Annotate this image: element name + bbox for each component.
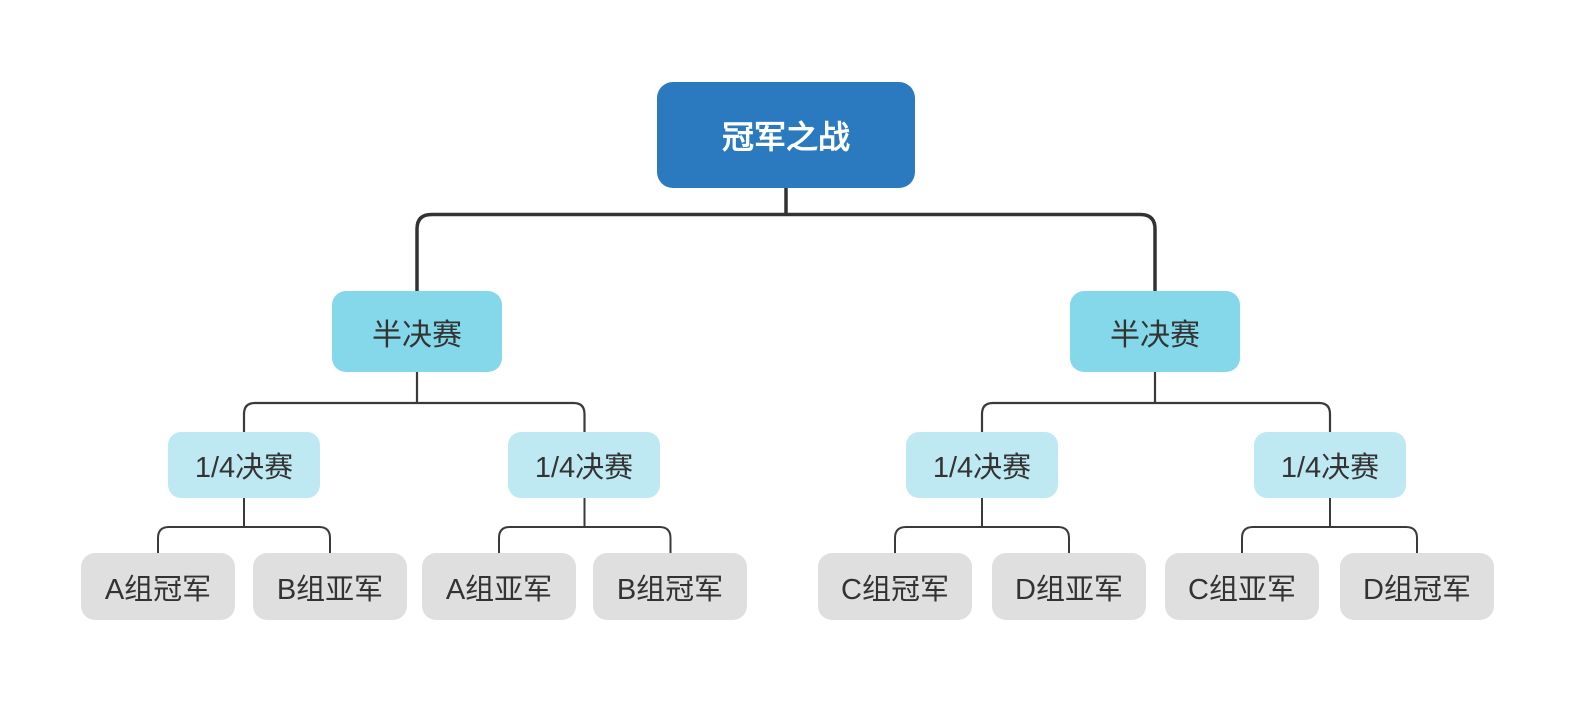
connector-root-to-semifinals	[415, 188, 1157, 291]
node-quarterfinal-4[interactable]: 1/4决赛	[1254, 432, 1406, 498]
node-group-d-runnerup[interactable]: D组亚军	[992, 553, 1146, 620]
connector-quarterfinal-1-to-leaves	[157, 498, 331, 553]
connector-quarterfinal-2-to-leaves	[498, 498, 672, 553]
node-group-b-runnerup[interactable]: B组亚军	[253, 553, 407, 620]
node-group-a-runnerup[interactable]: A组亚军	[422, 553, 576, 620]
node-group-d-winner[interactable]: D组冠军	[1340, 553, 1494, 620]
node-quarterfinal-3[interactable]: 1/4决赛	[906, 432, 1058, 498]
node-group-b-winner[interactable]: B组冠军	[593, 553, 747, 620]
node-quarterfinal-1[interactable]: 1/4决赛	[168, 432, 320, 498]
node-final-match[interactable]: 冠军之战	[657, 82, 915, 188]
connector-semifinal-right-to-quarterfinals	[980, 372, 1332, 432]
node-group-a-winner[interactable]: A组冠军	[81, 553, 235, 620]
connector-quarterfinal-3-to-leaves	[894, 498, 1070, 553]
node-group-c-winner[interactable]: C组冠军	[818, 553, 972, 620]
connector-quarterfinal-4-to-leaves	[1241, 498, 1418, 553]
node-semifinal-left[interactable]: 半决赛	[332, 291, 502, 372]
node-group-c-runnerup[interactable]: C组亚军	[1165, 553, 1319, 620]
node-semifinal-right[interactable]: 半决赛	[1070, 291, 1240, 372]
node-quarterfinal-2[interactable]: 1/4决赛	[508, 432, 660, 498]
connector-semifinal-left-to-quarterfinals	[242, 372, 586, 432]
